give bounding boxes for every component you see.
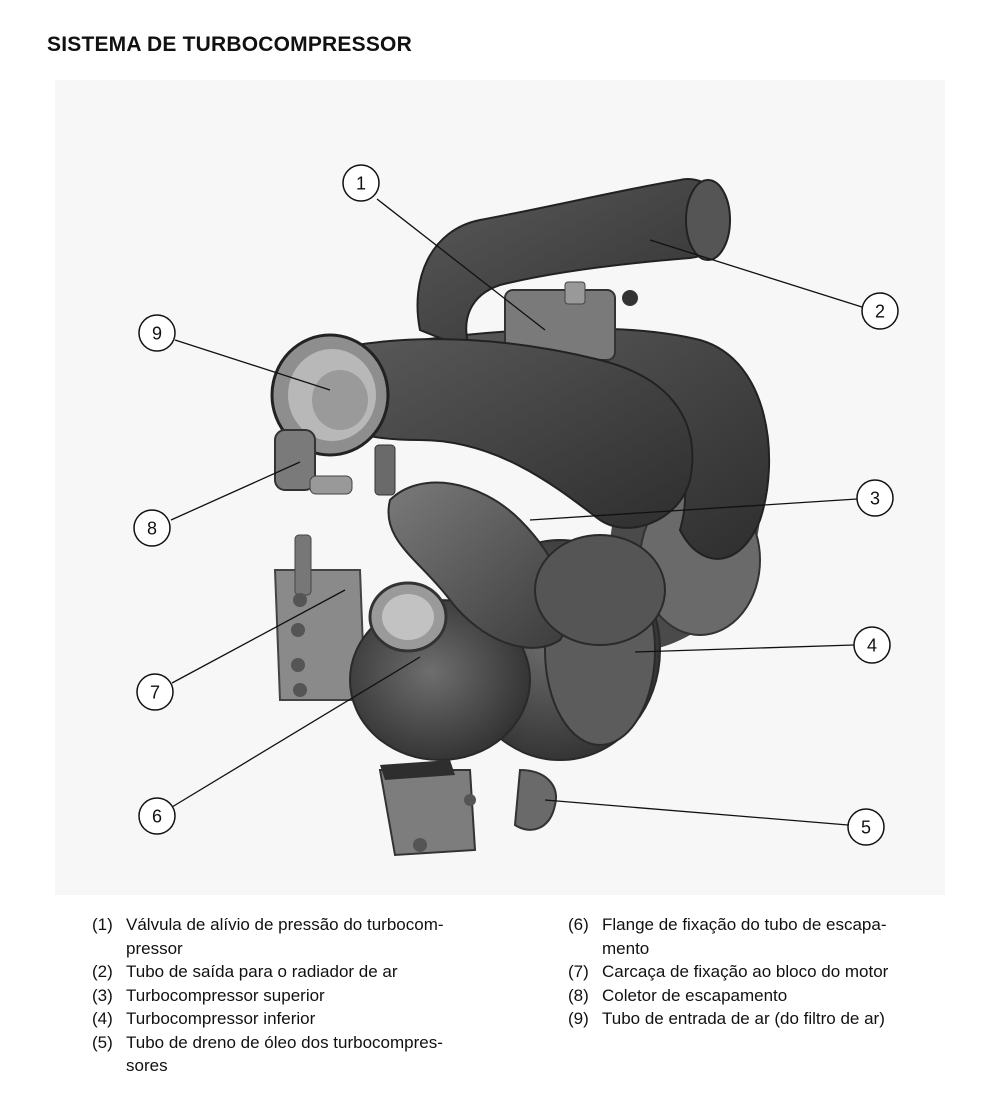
callout-1: 1: [342, 164, 380, 202]
lower-bracket: [378, 769, 477, 857]
legend-line: pressor: [126, 938, 183, 958]
legend-item-2: (2) Tubo de saída para o radiador de ar: [92, 960, 492, 984]
turbocharger-illustration: 1 2 3 4 5 6 7 8 9: [55, 80, 945, 895]
legend-number: (9): [568, 1009, 589, 1028]
exhaust-manifold: [274, 429, 316, 491]
exhaust-flange-inner: [382, 594, 434, 640]
callout-number: 7: [150, 683, 160, 703]
legend-item-9: (9) Tubo de entrada de ar (do filtro de …: [568, 1007, 958, 1031]
bolt: [413, 838, 427, 852]
leader-line-9: [174, 339, 331, 391]
callout-number: 4: [867, 636, 877, 656]
inlet-tube-body: [329, 338, 694, 529]
callout-number: 8: [147, 519, 157, 539]
upper-turbo-duct: [387, 481, 569, 649]
callout-4: 4: [853, 626, 891, 664]
legend-right-column: (6) Flange de fixação do tubo de escapa-…: [568, 913, 958, 1031]
manifold-stud: [309, 475, 353, 495]
legend-number: (2): [92, 962, 113, 981]
leader-line-8: [170, 461, 301, 521]
callout-3: 3: [856, 479, 894, 517]
figure-background: [55, 80, 945, 895]
valve-fitting: [564, 281, 586, 305]
bolt: [464, 794, 476, 806]
callout-number: 2: [875, 302, 885, 322]
legend-item-7: (7) Carcaça de fixação ao bloco do motor: [568, 960, 958, 984]
callout-number: 6: [152, 807, 162, 827]
legend-text: Carcaça de fixação ao bloco do motor: [602, 962, 889, 981]
callout-number: 5: [861, 818, 871, 838]
callout-number: 3: [870, 489, 880, 509]
leader-line-1: [376, 198, 546, 331]
legend-item-1: (1) Válvula de alívio de pressão do turb…: [92, 913, 492, 960]
legend-number: (8): [568, 985, 589, 1005]
callout-number: 1: [356, 174, 366, 194]
callout-8: 8: [133, 509, 171, 547]
bolt: [291, 658, 305, 672]
legend-text: Tubo de entrada de ar (do filtro de ar): [602, 1009, 885, 1028]
bolt: [291, 623, 305, 637]
leader-line-2: [649, 239, 863, 308]
legend-line: Tubo de dreno de óleo dos turbocompres-: [126, 1032, 443, 1052]
inlet-tube-depth: [312, 370, 368, 430]
legend-left-column: (1) Válvula de alívio de pressão do turb…: [92, 913, 492, 1078]
legend-text: Flange de fixação do tubo de escapa- men…: [602, 913, 958, 960]
leader-line-6: [171, 656, 421, 808]
legend-text: Coletor de escapamento: [602, 985, 788, 1005]
legend-number: (3): [92, 985, 113, 1005]
legend-text: Turbocompressor superior: [126, 985, 325, 1005]
leader-line-7: [171, 589, 346, 684]
legend-item-5: (5) Tubo de dreno de óleo dos turbocompr…: [92, 1031, 492, 1078]
legend-number: (5): [92, 1032, 113, 1052]
bolt: [293, 593, 307, 607]
callout-number: 9: [152, 324, 162, 344]
callout-7: 7: [136, 673, 174, 711]
legend-item-3: (3) Turbocompressor superior: [92, 984, 492, 1008]
leader-line-5: [544, 799, 849, 826]
upper-turbo-housing: [534, 534, 666, 646]
legend-text: Turbocompressor inferior: [126, 1009, 316, 1028]
legend-text: Tubo de dreno de óleo dos turbocompres- …: [126, 1031, 492, 1078]
legend-line: Válvula de alívio de pressão do turbocom…: [126, 915, 444, 934]
legend-number: (7): [568, 962, 589, 981]
bolt: [622, 290, 638, 306]
callout-5: 5: [847, 808, 885, 846]
oil-drain-pipe: [513, 768, 557, 831]
legend-item-8: (8) Coletor de escapamento: [568, 984, 958, 1008]
legend-item-6: (6) Flange de fixação do tubo de escapa-…: [568, 913, 958, 960]
callout-6: 6: [138, 797, 176, 835]
page-title: SISTEMA DE TURBOCOMPRESSOR: [47, 33, 412, 56]
legend-text: Tubo de saída para o radiador de ar: [126, 962, 398, 981]
leader-line-4: [634, 644, 855, 653]
legend-number: (4): [92, 1009, 113, 1028]
legend-number: (6): [568, 915, 589, 934]
legend-item-4: (4) Turbocompressor inferior: [92, 1007, 492, 1031]
legend-line: mento: [602, 938, 650, 958]
support-strut: [374, 444, 396, 496]
bolt: [293, 683, 307, 697]
outlet-tube-end: [685, 179, 731, 261]
mount-bolt: [294, 534, 312, 596]
legend-number: (1): [92, 915, 113, 934]
leader-line-3: [529, 498, 858, 521]
bracket-tab: [380, 760, 455, 780]
callout-2: 2: [861, 292, 899, 330]
legend-text: Válvula de alívio de pressão do turbocom…: [126, 913, 492, 960]
callout-9: 9: [138, 314, 176, 352]
legend-line: Flange de fixação do tubo de escapa-: [602, 915, 887, 934]
legend-line: sores: [126, 1056, 168, 1075]
leader-lines: [170, 198, 863, 826]
